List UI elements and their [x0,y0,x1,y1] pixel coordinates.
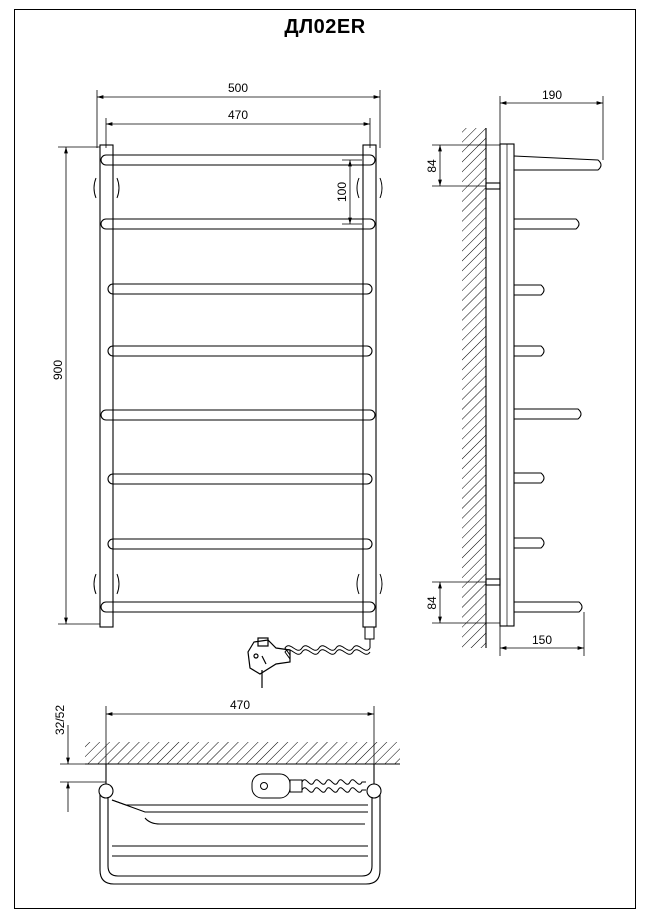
rung-4 [107,345,373,357]
dim-mount-top: 84 [425,159,439,173]
drawing-frame [14,9,636,909]
dim-wall-offset: 32/52 [53,705,67,735]
top-dimensions [60,706,375,812]
mount-brackets [93,177,383,595]
post-circle-right [366,783,382,799]
rung-5 [100,409,376,421]
dim-depth-top: 190 [542,88,562,102]
rung-8 [100,601,376,613]
side-rungs [513,155,602,613]
rung-3 [107,283,373,295]
post-circle-left [98,783,114,799]
wall-hatch-top [85,742,400,764]
dim-rung-spacing: 100 [335,182,349,202]
front-view [93,144,383,688]
rung-7 [107,538,373,550]
dim-height: 900 [51,360,65,380]
dim-depth-bottom: 150 [532,633,552,647]
drawing-title: ДЛ02ER [284,16,366,38]
heater-top [251,773,366,799]
dim-total-width: 500 [228,81,248,95]
wall-hatch [462,128,486,648]
right-post [362,144,377,628]
rungs [100,154,376,613]
dim-mount-bottom: 84 [425,596,439,610]
bracket-top [485,182,501,190]
rung-6 [107,473,373,485]
side-view [462,128,602,648]
left-post [99,144,114,628]
heater-cable [284,626,375,660]
power-plug-icon [247,637,291,688]
rung-2 [100,218,376,230]
heater-plug-top [251,773,291,799]
bracket-bottom [485,578,501,586]
front-dimensions [58,90,381,625]
dim-top-width: 470 [230,698,250,712]
dim-center-width: 470 [228,108,248,122]
rung-outline [99,795,381,885]
rung-1 [100,154,376,166]
top-view [85,742,400,885]
side-dimensions [432,96,604,656]
